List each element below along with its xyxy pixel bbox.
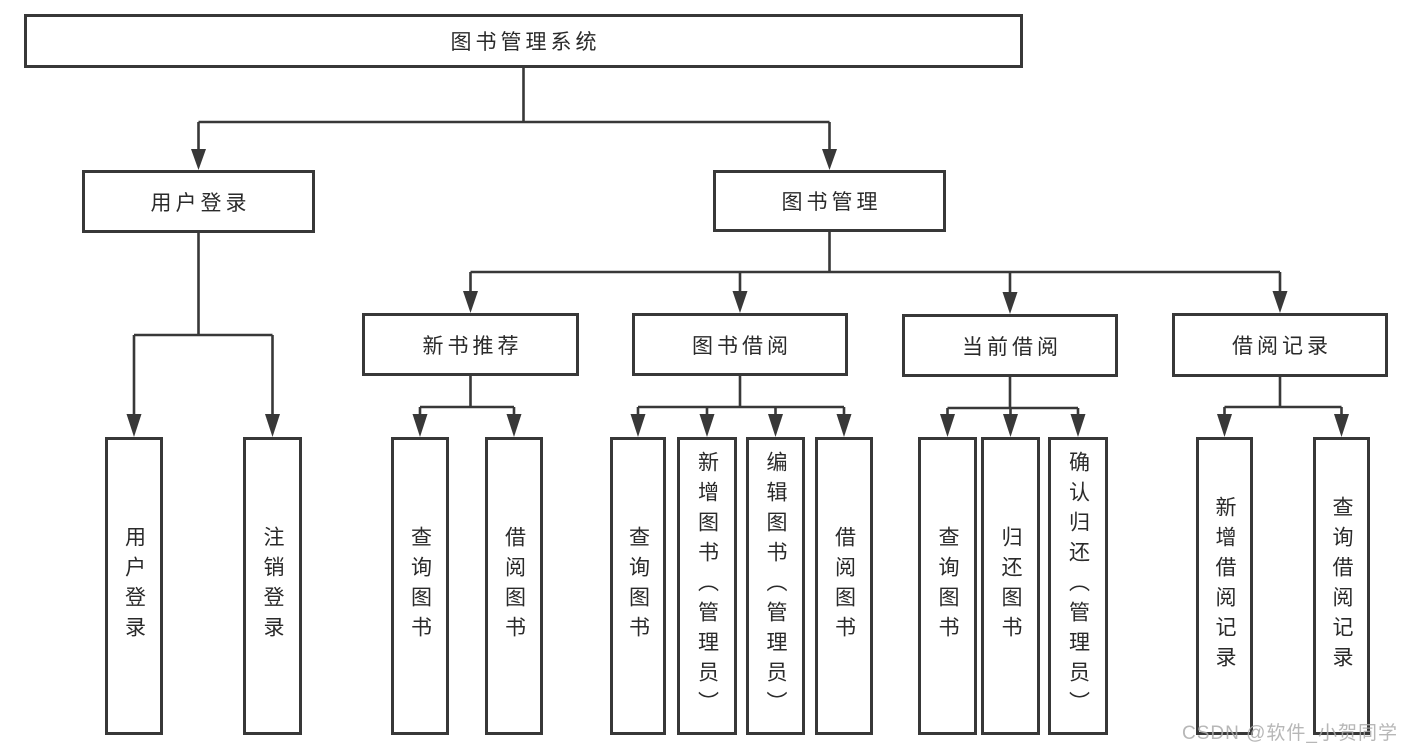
leaf-cb-query-books: 查询图书 — [918, 437, 977, 735]
connector-nbr-to-leaves — [418, 376, 516, 416]
node-book-borrow-label: 图书借阅 — [692, 334, 792, 358]
node-borrow-records: 借阅记录 — [1172, 313, 1388, 377]
leaf-br-add-record-label: 新增借阅记录 — [1213, 496, 1236, 676]
arrow-down-icon — [1217, 414, 1232, 437]
arrow-down-icon — [191, 149, 206, 170]
arrow-down-icon — [412, 414, 428, 437]
leaf-user-login: 用户登录 — [105, 437, 163, 735]
node-current-borrow: 当前借阅 — [902, 314, 1118, 377]
csdn-watermark: CSDN @软件_小贺同学 — [1182, 723, 1398, 744]
leaf-cb-query-books-label: 查询图书 — [936, 526, 959, 646]
arrow-down-icon — [1272, 291, 1288, 313]
node-new-book-recommend: 新书推荐 — [362, 313, 579, 376]
leaf-bb-add-books-admin-label: 新增图书（管理员） — [695, 451, 719, 721]
connector-cb-to-leaves — [946, 377, 1080, 416]
node-library-management-system-label: 图书管理系统 — [450, 31, 601, 54]
connector-root-to-level2 — [197, 68, 831, 150]
arrow-down-icon — [1003, 414, 1018, 437]
arrow-down-icon — [836, 414, 852, 437]
arrow-down-icon — [463, 291, 478, 313]
connector-bb-to-leaves — [636, 376, 846, 416]
node-current-borrow-label: 当前借阅 — [962, 335, 1062, 359]
leaf-br-query-record: 查询借阅记录 — [1313, 437, 1370, 735]
arrow-down-icon — [506, 414, 522, 437]
leaf-cb-return-books-label: 归还图书 — [999, 526, 1022, 646]
arrow-down-icon — [126, 414, 142, 437]
leaf-cb-return-books: 归还图书 — [981, 437, 1040, 735]
node-book-management-label: 图书管理 — [781, 191, 882, 214]
leaf-bb-query-books: 查询图书 — [610, 437, 666, 735]
arrow-down-icon — [1002, 292, 1018, 314]
leaf-bb-query-books-label: 查询图书 — [626, 526, 650, 646]
leaf-logout-label: 注销登录 — [261, 526, 284, 646]
leaf-logout: 注销登录 — [243, 437, 302, 735]
arrow-down-icon — [940, 414, 955, 437]
connector-userlogin-to-leaves — [132, 233, 274, 416]
node-book-management: 图书管理 — [713, 170, 946, 232]
leaf-cb-confirm-return-admin-label: 确认归还（管理员） — [1066, 451, 1090, 721]
leaf-nbr-query-books: 查询图书 — [391, 437, 449, 735]
leaf-nbr-query-books-label: 查询图书 — [408, 526, 432, 646]
arrow-down-icon — [1334, 414, 1349, 437]
leaf-bb-borrow-books: 借阅图书 — [815, 437, 873, 735]
arrow-down-icon — [822, 149, 837, 170]
node-user-login: 用户登录 — [82, 170, 315, 233]
leaf-bb-add-books-admin: 新增图书（管理员） — [677, 437, 737, 735]
node-new-book-recommend-label: 新书推荐 — [422, 334, 523, 358]
connector-br-to-leaves — [1223, 377, 1343, 416]
arrow-down-icon — [699, 414, 715, 437]
leaf-bb-edit-books-admin-label: 编辑图书（管理员） — [764, 451, 787, 721]
leaf-cb-confirm-return-admin: 确认归还（管理员） — [1048, 437, 1108, 735]
arrow-down-icon — [768, 414, 783, 437]
node-library-management-system: 图书管理系统 — [24, 14, 1023, 68]
leaf-bb-edit-books-admin: 编辑图书（管理员） — [746, 437, 805, 735]
leaf-br-query-record-label: 查询借阅记录 — [1330, 496, 1353, 676]
node-borrow-records-label: 借阅记录 — [1232, 335, 1332, 358]
leaf-nbr-borrow-books-label: 借阅图书 — [502, 526, 526, 646]
leaf-user-login-label: 用户登录 — [122, 526, 146, 646]
leaf-nbr-borrow-books: 借阅图书 — [485, 437, 543, 735]
arrow-down-icon — [265, 414, 280, 437]
arrow-down-icon — [630, 414, 646, 437]
arrow-down-icon — [732, 291, 748, 313]
leaf-bb-borrow-books-label: 借阅图书 — [832, 526, 856, 646]
node-user-login-label: 用户登录 — [150, 191, 251, 215]
connector-bookmgmt-to-level3 — [469, 232, 1282, 293]
leaf-br-add-record: 新增借阅记录 — [1196, 437, 1253, 735]
arrowheads — [126, 149, 1349, 437]
node-book-borrow: 图书借阅 — [632, 313, 848, 376]
arrow-down-icon — [1070, 414, 1086, 437]
